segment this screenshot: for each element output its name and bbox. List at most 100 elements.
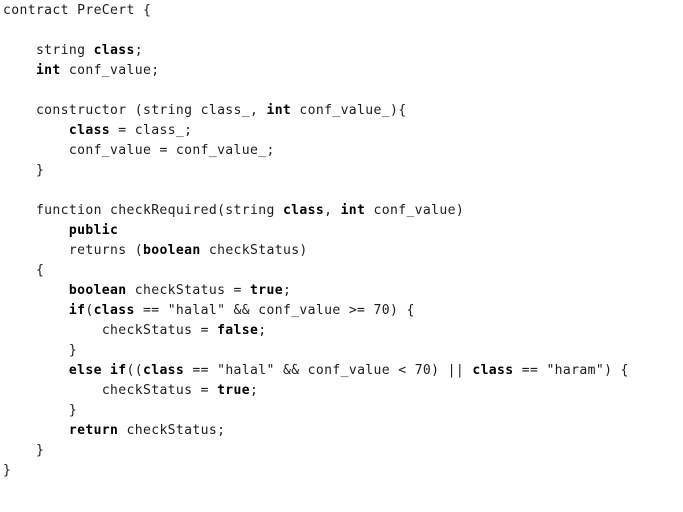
code-indent xyxy=(3,123,69,138)
code-line: conf_value = conf_value_; xyxy=(0,141,683,161)
code-indent xyxy=(3,443,36,458)
code-keyword: public xyxy=(68,223,119,238)
code-line: } xyxy=(0,441,683,461)
code-keyword: class xyxy=(472,363,514,378)
code-keyword: class xyxy=(142,363,185,378)
code-token: ) { xyxy=(390,303,415,318)
code-keyword: class xyxy=(93,303,135,318)
code-token: checkStatus = xyxy=(101,383,218,398)
code-line: } xyxy=(0,161,683,181)
code-indent xyxy=(3,103,36,118)
code-token: , xyxy=(324,203,341,218)
code-keyword: int xyxy=(266,103,292,118)
code-token: { xyxy=(35,263,45,278)
code-token: } xyxy=(68,403,78,418)
code-indent xyxy=(3,323,102,338)
code-keyword: false xyxy=(217,323,259,338)
code-blank-line xyxy=(0,21,683,41)
code-indent xyxy=(3,423,69,438)
code-token: contract PreCert { xyxy=(3,3,152,18)
code-token: ( xyxy=(85,303,94,318)
code-token: ; xyxy=(258,323,267,338)
code-token: ; xyxy=(282,283,292,298)
code-token: && conf_value < xyxy=(274,363,415,378)
code-token: } xyxy=(35,443,45,458)
code-keyword: if xyxy=(110,363,127,378)
code-indent xyxy=(3,283,69,298)
code-line: public xyxy=(0,221,683,241)
code-keyword: if xyxy=(68,303,86,318)
code-keyword: else xyxy=(68,363,102,378)
code-keyword: class xyxy=(93,43,135,58)
code-line: return checkStatus; xyxy=(0,421,683,441)
code-keyword: int xyxy=(35,63,61,78)
code-line: else if((class == "halal" && conf_value … xyxy=(0,361,683,381)
code-token: string xyxy=(35,43,94,58)
code-number-literal: 70 xyxy=(414,363,432,378)
code-token: function checkRequired(string xyxy=(35,203,283,218)
code-indent xyxy=(3,163,36,178)
code-indent xyxy=(3,223,69,238)
code-indent xyxy=(3,383,102,398)
code-line: checkStatus = false; xyxy=(0,321,683,341)
code-line: constructor (string class_, int conf_val… xyxy=(0,101,683,121)
code-line: class = class_; xyxy=(0,121,683,141)
code-keyword: true xyxy=(250,283,283,298)
code-indent xyxy=(3,363,69,378)
code-line: { xyxy=(0,261,683,281)
code-indent xyxy=(3,43,36,58)
code-indent xyxy=(3,263,36,278)
code-indent xyxy=(3,243,69,258)
code-token: == xyxy=(134,303,168,318)
code-string-literal: "haram" xyxy=(546,363,605,378)
code-blank-line xyxy=(0,181,683,201)
code-indent xyxy=(3,143,69,158)
code-token: == xyxy=(184,363,218,378)
code-string-literal: "halal" xyxy=(217,363,275,378)
code-indent xyxy=(3,403,69,418)
code-token: checkStatus) xyxy=(200,243,308,258)
code-token: ; xyxy=(250,383,259,398)
code-token: ) || xyxy=(431,363,473,378)
code-line: boolean checkStatus = true; xyxy=(0,281,683,301)
code-indent xyxy=(3,303,69,318)
code-token: conf_value = conf_value_; xyxy=(68,143,275,158)
code-keyword: boolean xyxy=(142,243,201,258)
code-number-literal: 70 xyxy=(373,303,390,318)
code-token: (( xyxy=(126,363,143,378)
code-token: checkStatus; xyxy=(118,423,226,438)
code-token: ; xyxy=(134,43,143,58)
code-line: } xyxy=(0,341,683,361)
code-token: = class_; xyxy=(110,123,193,138)
code-indent xyxy=(3,63,36,78)
code-token: conf_value; xyxy=(60,63,160,78)
code-line: checkStatus = true; xyxy=(0,381,683,401)
code-line: } xyxy=(0,401,683,421)
code-token: conf_value) xyxy=(365,203,465,218)
code-line: if(class == "halal" && conf_value >= 70)… xyxy=(0,301,683,321)
code-token: } xyxy=(35,163,45,178)
code-line: returns (boolean checkStatus) xyxy=(0,241,683,261)
code-token: && conf_value >= xyxy=(225,303,374,318)
code-token xyxy=(102,363,110,378)
code-token: checkStatus = xyxy=(101,323,218,338)
code-indent xyxy=(3,203,36,218)
code-keyword: class xyxy=(282,203,325,218)
code-blank-line xyxy=(0,81,683,101)
code-token: } xyxy=(68,343,78,358)
code-keyword: true xyxy=(217,383,251,398)
code-keyword: class xyxy=(68,123,111,138)
code-token: ) { xyxy=(604,363,629,378)
code-line: contract PreCert { xyxy=(0,1,683,21)
code-token: checkStatus = xyxy=(126,283,251,298)
code-keyword: return xyxy=(68,423,119,438)
code-line: function checkRequired(string class, int… xyxy=(0,201,683,221)
code-token: returns ( xyxy=(68,243,143,258)
code-token: conf_value_){ xyxy=(291,103,407,118)
code-keyword: boolean xyxy=(68,283,127,298)
code-token: } xyxy=(3,463,12,478)
code-line: int conf_value; xyxy=(0,61,683,81)
code-line: } xyxy=(0,461,683,481)
code-token: == xyxy=(513,363,547,378)
